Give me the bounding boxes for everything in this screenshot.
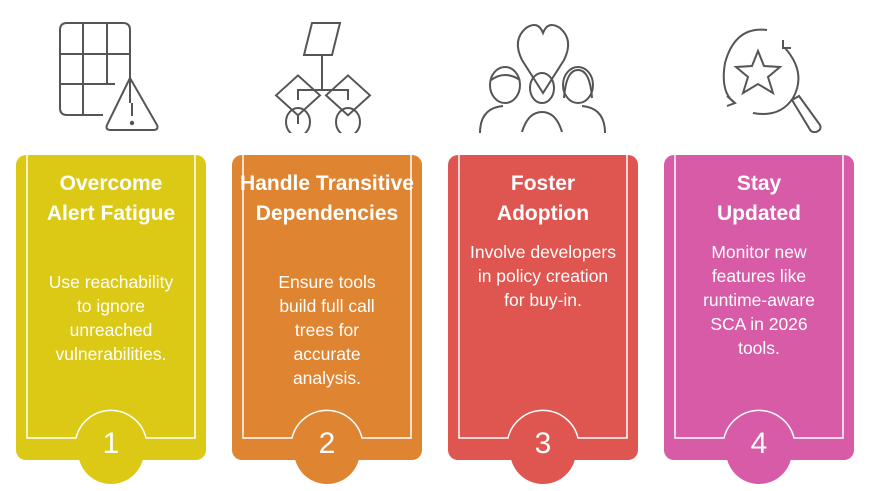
grid-warning-icon: [45, 8, 175, 133]
step-card-1: 1 Overcome Alert Fatigue Use reachabilit…: [16, 155, 206, 484]
step-description: Involve developers in policy creation fo…: [470, 242, 616, 310]
step-number-badge: [510, 418, 576, 484]
step-card-4: 4 Stay Updated Monitor new features like…: [664, 155, 854, 484]
step-number: 4: [750, 427, 768, 460]
people-heart-icon: [478, 8, 608, 134]
step-title: Foster Adoption: [496, 172, 590, 225]
step-description: Use reachability to ignore unreached vul…: [48, 272, 174, 364]
step-card-3: 3 Foster Adoption Involve developers in …: [448, 155, 638, 484]
step-card-2: 2 Handle Transitive Dependencies Ensure …: [232, 155, 422, 484]
step-number: 3: [534, 427, 552, 460]
step-number: 2: [318, 427, 336, 460]
step-title: Stay Updated: [717, 172, 801, 225]
step-number-badge: [78, 418, 144, 484]
step-number-badge: [294, 418, 360, 484]
flowchart-icon: [262, 8, 392, 137]
step-number: 1: [102, 427, 120, 460]
step-title: Handle Transitive Dependencies: [240, 172, 414, 225]
star-search-refresh-icon: [695, 8, 825, 134]
step-description: Monitor new features like runtime-aware …: [703, 242, 815, 358]
step-number-badge: [726, 418, 792, 484]
step-title: Overcome Alert Fatigue: [46, 172, 176, 225]
step-description: Ensure tools build full call trees for a…: [278, 272, 376, 388]
